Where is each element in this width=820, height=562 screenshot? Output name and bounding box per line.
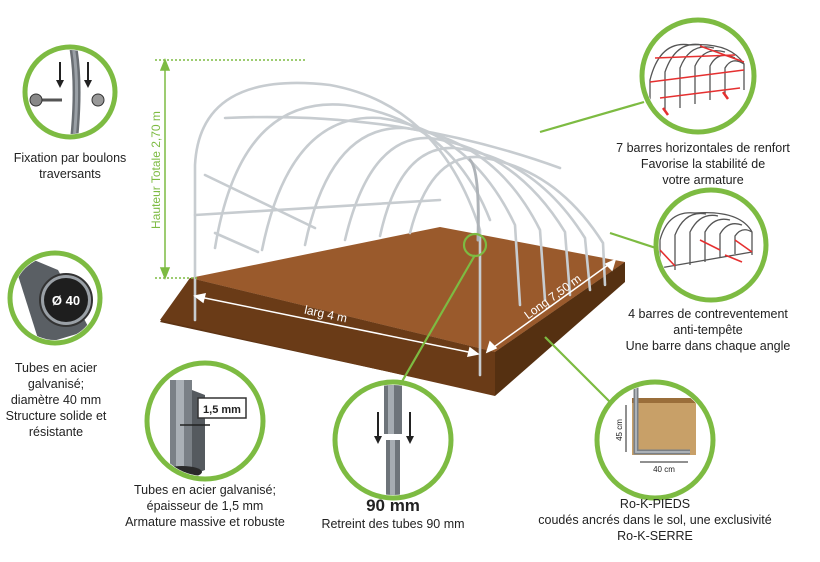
retreint-caption: 90 mm Retreint des tubes 90 mm <box>300 496 486 532</box>
bars7-caption: 7 barres horizontales de renfort Favoris… <box>598 140 808 188</box>
caption-line: anti-tempête <box>673 323 743 337</box>
detail-marker <box>462 232 488 258</box>
caption-line: diamètre 40 mm <box>10 393 102 407</box>
front-arch <box>468 158 480 242</box>
caption-line: Retreint des tubes 90 mm <box>321 517 465 531</box>
horizontal-bars-inset <box>639 17 757 135</box>
soil-bed <box>160 227 625 396</box>
retreint-value: 90 mm <box>366 496 420 515</box>
caption-line: 4 barres de contreventement <box>628 307 788 321</box>
foot-length-label: 40 cm <box>653 465 675 474</box>
connector-lines <box>399 100 663 405</box>
caption-line: Armature massive et robuste <box>125 515 285 529</box>
caption-line: résistante <box>28 425 84 439</box>
caption-line: épaisseur de 1,5 mm <box>146 499 264 513</box>
feet-caption: Ro-K-PIEDS coudés ancrés dans le sol, un… <box>530 496 780 544</box>
height-label: Hauteur Totale 2,70 m <box>149 111 163 229</box>
caption-line: 7 barres horizontales de renfort <box>616 141 790 155</box>
bolts-caption: Fixation par boulons traversants <box>0 150 140 182</box>
caption-line: Fixation par boulons <box>13 151 127 165</box>
greenhouse-frame <box>193 81 607 377</box>
anchor-feet-inset: 45 cm 40 cm <box>594 379 716 501</box>
caption-line: galvanisé; <box>27 377 85 391</box>
caption-line: Favorise la stabilité de <box>640 157 766 171</box>
bars4-caption: 4 barres de contreventement anti-tempête… <box>608 306 808 354</box>
foot-height-label: 45 cm <box>615 419 624 441</box>
caption-line: coudés ancrés dans le sol, une exclusivi… <box>538 513 772 527</box>
caption-line: Structure solide et <box>5 409 107 423</box>
tube-thickness-label: 1,5 mm <box>203 404 241 416</box>
height-dimension <box>155 57 305 281</box>
tube-diameter-label: Ø 40 <box>52 293 80 308</box>
tube-diameter-inset: Ø 40 <box>7 250 103 346</box>
caption-line: traversants <box>39 167 101 181</box>
caption-line: Tubes en acier galvanisé; <box>134 483 276 497</box>
caption-line: Ro-K-PIEDS <box>619 497 691 511</box>
tubes-15-caption: Tubes en acier galvanisé; épaisseur de 1… <box>105 482 305 530</box>
caption-line: Ro-K-SERRE <box>617 529 693 543</box>
bolt-detail-inset <box>22 44 118 140</box>
tube-thickness-inset: 1,5 mm <box>144 360 266 482</box>
caption-line: Tubes en acier <box>14 361 98 375</box>
bracing-bars-inset <box>653 187 769 303</box>
caption-line: votre armature <box>662 173 744 187</box>
dimension-lines <box>193 258 617 357</box>
tube-reduction-inset <box>332 379 454 501</box>
caption-line: Une barre dans chaque angle <box>625 339 791 353</box>
tubes-40-caption: Tubes en acier galvanisé; diamètre 40 mm… <box>0 360 112 440</box>
